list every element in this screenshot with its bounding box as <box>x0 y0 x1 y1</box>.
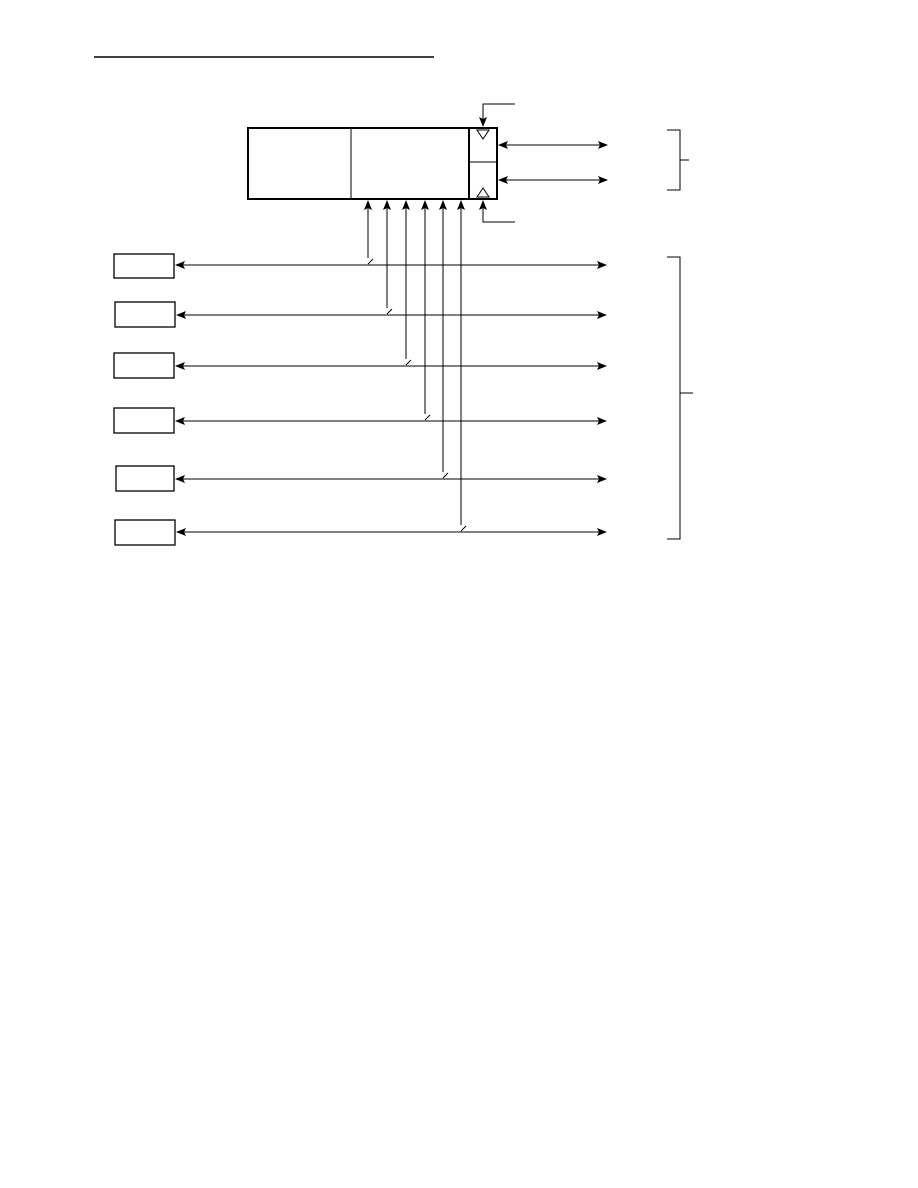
tap-switch-2 <box>386 308 393 315</box>
bottom-control-line <box>479 200 515 223</box>
tap-switch-3 <box>405 359 412 366</box>
triangle-down-marker <box>476 129 490 140</box>
bus-lines <box>175 261 607 536</box>
small-box-4 <box>113 407 175 434</box>
bracket-lower <box>667 256 693 540</box>
small-boxes <box>113 253 176 546</box>
small-box-1 <box>113 253 175 279</box>
triangle-up-marker <box>476 187 490 198</box>
small-box-3 <box>113 352 175 379</box>
small-box-6 <box>114 519 176 546</box>
vertical-taps <box>364 200 467 532</box>
tap-switch-5 <box>442 472 449 479</box>
tap-switch-4 <box>424 414 431 421</box>
tap-switch-6 <box>460 525 467 532</box>
main-block <box>247 127 498 200</box>
small-box-2 <box>114 301 176 328</box>
register-inputs <box>479 103 515 223</box>
top-control-line <box>479 103 515 127</box>
small-box-5 <box>115 465 175 492</box>
upper-lines <box>498 141 608 184</box>
bracket-upper <box>667 129 689 191</box>
tap-switch-1 <box>367 258 374 265</box>
